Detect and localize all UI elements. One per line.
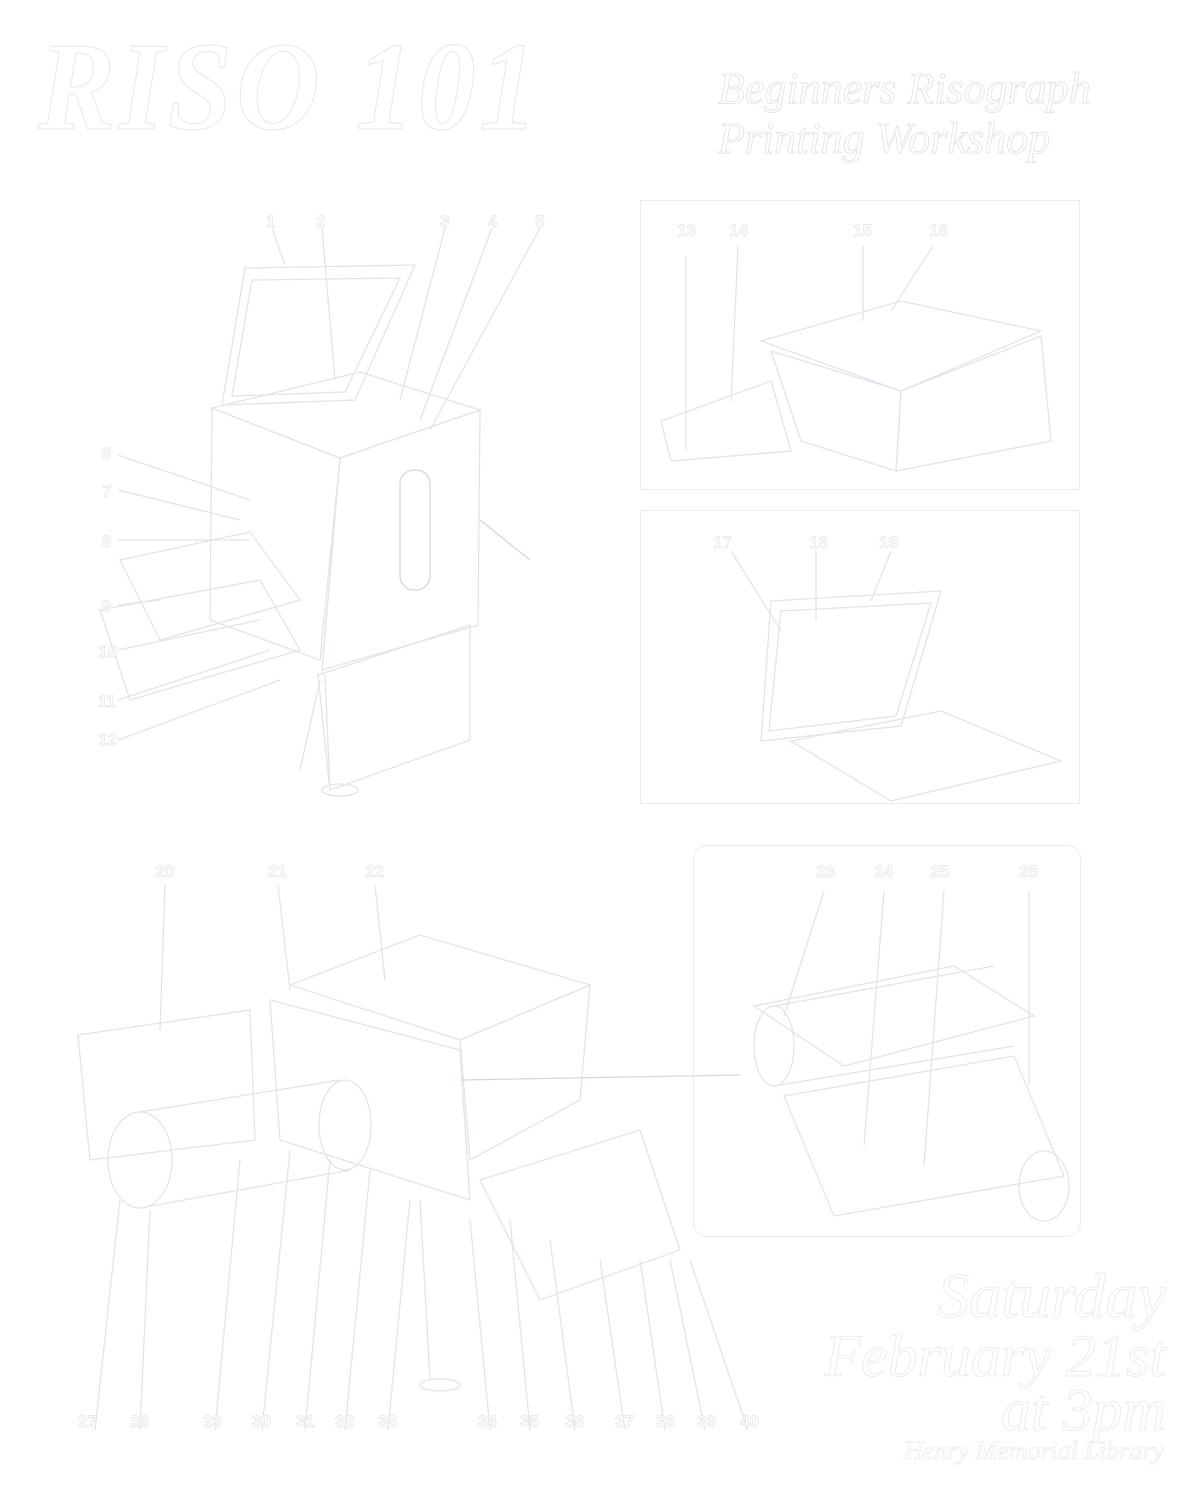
part-label-37: 37 <box>615 1412 635 1432</box>
part-label-18: 18 <box>809 533 829 553</box>
part-label-23: 23 <box>816 862 836 882</box>
part-label-4: 4 <box>488 212 498 232</box>
subtitle-line-1: Beginners Risograph <box>718 64 1092 114</box>
part-label-30: 30 <box>252 1412 272 1432</box>
part-label-17: 17 <box>713 533 733 553</box>
part-label-26: 26 <box>1019 862 1039 882</box>
event-venue: Henry Memorial Library <box>904 1436 1165 1466</box>
poster-subtitle: Beginners Risograph Printing Workshop <box>718 64 1092 164</box>
part-label-39: 39 <box>697 1412 717 1432</box>
part-label-36: 36 <box>565 1412 585 1432</box>
part-label-13: 13 <box>677 221 697 241</box>
scanner-lid-illustration <box>730 550 1064 802</box>
part-label-1: 1 <box>266 212 276 232</box>
part-label-5: 5 <box>535 212 545 232</box>
part-label-6: 6 <box>102 444 112 464</box>
part-label-27: 27 <box>78 1412 98 1432</box>
poster-title: RISO 101 <box>38 18 541 157</box>
part-label-3: 3 <box>440 212 450 232</box>
part-label-32: 32 <box>335 1412 355 1432</box>
part-label-8: 8 <box>102 532 112 552</box>
event-day: Saturday <box>937 1260 1167 1331</box>
part-label-29: 29 <box>203 1412 223 1432</box>
middle-right-detail-panel: 17 18 19 <box>640 510 1080 804</box>
event-time: at 3pm <box>1001 1377 1167 1443</box>
part-label-21: 21 <box>268 862 288 882</box>
part-label-9: 9 <box>102 597 112 617</box>
part-label-2: 2 <box>316 212 326 232</box>
part-label-15: 15 <box>853 221 873 241</box>
part-label-22: 22 <box>365 862 385 882</box>
part-label-25: 25 <box>930 862 950 882</box>
part-label-28: 28 <box>130 1412 150 1432</box>
part-label-38: 38 <box>656 1412 676 1432</box>
part-label-11: 11 <box>98 692 117 712</box>
part-label-7: 7 <box>102 482 112 502</box>
part-label-33: 33 <box>378 1412 398 1432</box>
subtitle-line-2: Printing Workshop <box>718 114 1051 164</box>
part-label-16: 16 <box>929 221 949 241</box>
part-label-31: 31 <box>296 1412 316 1432</box>
part-label-12: 12 <box>98 730 118 750</box>
drum-closeup-illustration <box>752 890 1070 1222</box>
part-label-19: 19 <box>879 533 899 553</box>
part-label-40: 40 <box>740 1412 760 1432</box>
part-label-34: 34 <box>478 1412 498 1432</box>
part-label-14: 14 <box>729 221 749 241</box>
top-right-detail-panel: 13 14 15 16 <box>640 200 1080 490</box>
part-label-24: 24 <box>874 862 894 882</box>
part-label-35: 35 <box>520 1412 540 1432</box>
event-date: February 21st <box>824 1323 1166 1389</box>
paper-feed-illustration <box>660 245 1052 472</box>
drum-detail-panel: 23 24 25 26 <box>693 845 1081 1237</box>
part-label-10: 10 <box>98 642 118 662</box>
part-label-20: 20 <box>155 862 175 882</box>
